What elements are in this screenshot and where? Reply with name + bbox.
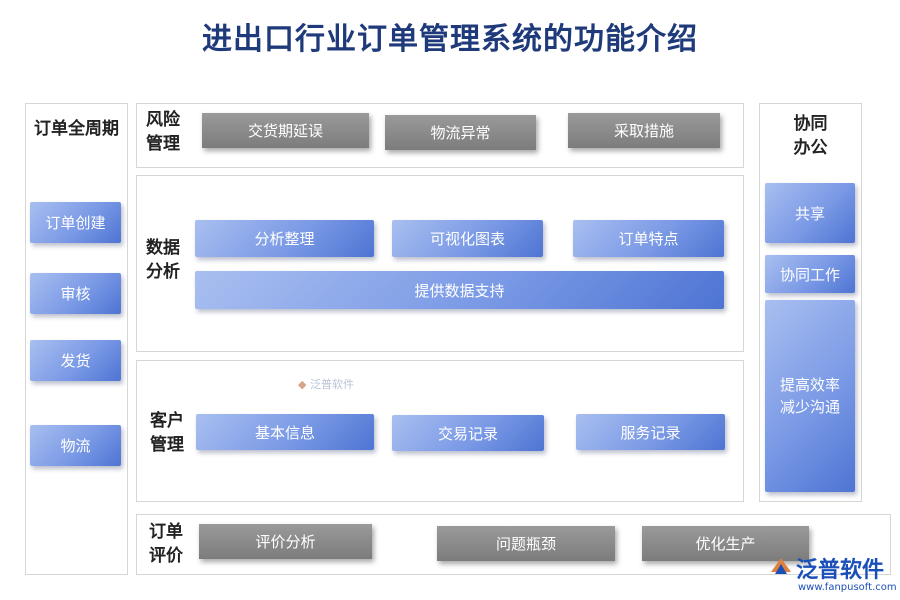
efficiency-line2: 减少沟通 <box>779 398 840 416</box>
risk-label-line1: 风险 <box>146 110 180 130</box>
logistics-exception-box: 物流异常 <box>385 115 536 150</box>
customer-label-line2: 管理 <box>150 435 184 455</box>
logistics-box: 物流 <box>30 425 121 466</box>
shipping-box: 发货 <box>30 340 121 381</box>
watermark-icon: ◆ <box>298 378 307 391</box>
analysis-label: 数据 分析 <box>146 236 190 284</box>
analysis-panel <box>136 175 744 352</box>
service-record-box: 服务记录 <box>576 414 725 450</box>
brand-logo-icon <box>771 558 791 574</box>
evaluation-label-line2: 评价 <box>149 546 183 566</box>
page-title: 进出口行业订单管理系统的功能介绍 <box>202 22 698 57</box>
evaluation-label-line1: 订单 <box>149 522 183 542</box>
analysis-label-line1: 数据 <box>146 238 180 258</box>
collab-heading-line1: 协同 <box>793 114 828 134</box>
evaluation-analysis-box: 评价分析 <box>199 524 372 559</box>
brand-logo-name: 泛普软件 <box>796 558 885 583</box>
brand-logo: 泛普软件 www.fanpusoft.com <box>768 552 897 598</box>
brand-logo-url: www.fanpusoft.com <box>798 582 897 593</box>
transaction-record-box: 交易记录 <box>392 415 544 451</box>
evaluation-label: 订单 评价 <box>149 520 193 568</box>
review-box: 审核 <box>30 273 121 314</box>
order-lifecycle-panel <box>25 103 128 575</box>
share-box: 共享 <box>765 183 855 243</box>
take-measures-box: 采取措施 <box>568 113 720 148</box>
watermark-logo: ◆ 泛普软件 <box>298 376 388 392</box>
customer-label: 客户 管理 <box>150 409 194 457</box>
risk-label: 风险 管理 <box>146 108 190 156</box>
efficiency-box: 提高效率 减少沟通 <box>765 300 855 492</box>
risk-label-line2: 管理 <box>146 134 180 154</box>
customer-label-line1: 客户 <box>150 411 184 431</box>
visual-charts-box: 可视化图表 <box>392 220 543 257</box>
analysis-label-line2: 分析 <box>146 262 180 282</box>
delivery-delay-box: 交货期延误 <box>202 113 369 148</box>
data-support-box: 提供数据支持 <box>195 271 724 309</box>
analyze-organize-box: 分析整理 <box>195 220 374 257</box>
collab-heading-line2: 办公 <box>793 138 828 158</box>
bottleneck-box: 问题瓶颈 <box>437 526 615 561</box>
collab-heading: 协同 办公 <box>759 112 862 160</box>
optimize-production-box: 优化生产 <box>642 526 809 561</box>
order-create-box: 订单创建 <box>30 202 121 243</box>
watermark-text: 泛普软件 <box>309 378 354 391</box>
order-lifecycle-heading: 订单全周期 <box>34 119 119 139</box>
collab-work-box: 协同工作 <box>765 255 855 293</box>
efficiency-line1: 提高效率 <box>779 376 840 394</box>
order-features-box: 订单特点 <box>573 220 724 257</box>
basic-info-box: 基本信息 <box>196 414 374 450</box>
